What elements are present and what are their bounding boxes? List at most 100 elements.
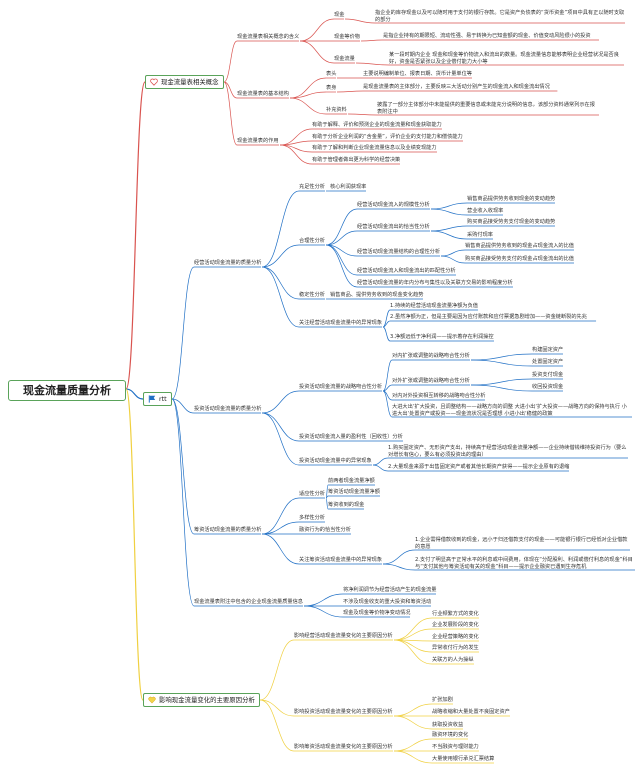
node-b2a4c[interactable]: 3.净额远低于净利润——提示着存在利润操控 — [390, 334, 494, 340]
node-b2a2c2[interactable]: 购买商品接受劳务支付的现金占现金流出的比值 — [465, 256, 574, 262]
node-b3b2[interactable]: 战略收缩和大量处置不良固定资产 — [432, 709, 510, 715]
node-b2b1a2[interactable]: 处置固定资产 — [532, 359, 564, 365]
node-b2b1b[interactable]: 对外扩张或调整的战略吻合性分析 — [392, 378, 470, 384]
node-b3c2[interactable]: 不当融资与理财能力 — [432, 744, 479, 750]
node-b2b1a[interactable]: 对内扩张或调整的战略吻合性分析 — [392, 353, 470, 359]
node-b1b1[interactable]: 表头 — [326, 71, 337, 77]
node-b2c1c[interactable]: 筹资收到的现金 — [328, 502, 365, 508]
node-b3c[interactable]: 影响筹资活动现金流量变化的主要原因分析 — [294, 744, 393, 750]
node-b2-label: rtt — [159, 395, 167, 403]
node-b3b3-connector — [393, 715, 433, 730]
node-b2b2[interactable]: 投资活动现金流入量的盈利性（回收性）分析 — [299, 434, 403, 440]
node-b2a2b2[interactable]: 采购付现率 — [467, 232, 493, 238]
node-b1a1a[interactable]: 指企业的库存现金以及可以随时用于支付的银行存款。它是资产负债表的“货币资金”项目… — [375, 10, 625, 23]
node-b3c3[interactable]: 大量使用银行承兑汇票结算 — [432, 756, 495, 762]
node-b3c3-connector — [393, 750, 433, 764]
node-b1a3[interactable]: 现金流量 — [334, 56, 355, 62]
node-b2a2b1[interactable]: 购买商品接受劳务支付现金的变动趋势 — [467, 219, 556, 225]
node-b1a2a[interactable]: 是指企业持有的期限短、流动性强、易于转换为已知金额的现金、价值变动风险很小的投资 — [383, 33, 591, 39]
node-b2c4a[interactable]: 1.企业需得借款收到的现金，远小于归还借款支付的现金——可能银行银行已经低对企业… — [415, 537, 628, 550]
node-b2a[interactable]: 经营活动现金流量的质量分析 — [194, 260, 262, 266]
node-b3a1[interactable]: 行业频繁方式的变化 — [432, 611, 479, 617]
node-b2c1b[interactable]: 筹资活动现金流量净额 — [328, 489, 380, 495]
node-b1b3a[interactable]: 披露了一部分主体部分中未能提供的重要信息或未能充分说明的信息，该部分资料通常列示… — [377, 102, 595, 115]
node-b2b1b2-connector — [470, 384, 533, 392]
node-b2b1[interactable]: 投资活动现金流量的战略吻合性分析 — [299, 384, 383, 390]
node-b3[interactable]: 影响现金流量变化的主要原因分析 — [143, 693, 260, 707]
node-b3b[interactable]: 影响投资活动现金流量变化的主要原因分析 — [294, 709, 393, 715]
node-b2d3[interactable]: 现金及现金等价物净变动情况 — [343, 610, 411, 616]
node-b3b1[interactable]: 扩张加剧 — [432, 697, 453, 703]
node-b2c4[interactable]: 关注筹资活动现金流量中的异常现象 — [299, 557, 383, 563]
node-b3a4[interactable]: 异常收付行为的发生 — [432, 645, 479, 651]
node-b1c4[interactable]: 有助于管理者做出更为科学的经营决策 — [312, 157, 401, 163]
node-b2a2e[interactable]: 经营活动现金流量的年内分布与集性以及关联方交易的影响程度分析 — [357, 280, 513, 286]
node-b2c1[interactable]: 适应性分析 — [299, 491, 325, 497]
node-b2b1b-connector — [382, 384, 393, 392]
node-b2a2a[interactable]: 经营活动现金流入的规模性分析 — [357, 202, 430, 208]
node-b2a2[interactable]: 合理性分析 — [299, 238, 325, 244]
node-b3c1[interactable]: 融资环境的变化 — [432, 732, 469, 738]
node-b2a2b[interactable]: 经营活动现金流出的恰当性分析 — [357, 224, 430, 230]
node-b2a1[interactable]: 充足性分析 — [299, 184, 325, 190]
node-b1b2a[interactable]: 是现金流量表的主体部分，主要反映三大活动分别产生的现金流入和现金流出情况 — [363, 84, 550, 90]
root-node[interactable]: 现金流量质量分析 — [8, 380, 126, 401]
node-b2a2a2[interactable]: 营业收入收现率 — [467, 208, 504, 214]
node-b2b3b[interactable]: 2.大量现金来源于出售固定资产或者其他长期资产获得——提示企业原有的退缩 — [388, 464, 570, 470]
node-b1c[interactable]: 现金流量表的作用 — [237, 138, 279, 144]
node-b2a1a[interactable]: 核心利润获现率 — [330, 184, 367, 190]
node-b2a2c1-connector — [440, 249, 466, 257]
node-b1b3-connector — [289, 97, 327, 115]
node-b2b1c[interactable]: 对内对外投资相互转移的战略吻合性分析 — [392, 393, 486, 399]
node-b2a4a[interactable]: 1.持续的经营活动现金流量净额为负值 — [390, 303, 478, 309]
node-b2c1a[interactable]: 前两者现金流量净额 — [328, 478, 375, 484]
node-b3a3[interactable]: 企业经营策略的变化 — [432, 634, 479, 640]
node-b2d[interactable]: 现金流量表附注中包含的企业现金流量质量信息 — [194, 599, 303, 605]
node-b3a2[interactable]: 企业发展阶段的变化 — [432, 622, 479, 628]
node-b2b3[interactable]: 投资活动现金流量中的异常现象 — [299, 458, 372, 464]
node-b2b[interactable]: 投资活动现金流量的质量分析 — [194, 406, 262, 412]
node-b1c2[interactable]: 有助于分析企业利润的“含金量”，评价企业的支付能力和偿债能力 — [312, 134, 463, 140]
node-b1b3[interactable]: 补充资料 — [326, 107, 347, 113]
node-b2b1a1[interactable]: 构建固定资产 — [532, 347, 564, 353]
node-b3b3[interactable]: 获取投资收益 — [432, 722, 464, 728]
node-b1c1[interactable]: 有助于解释、评价和预测企业的现金流量和现金获取能力 — [312, 122, 442, 128]
node-b2b3a[interactable]: 1.购买固定资产、无形资产支出，持续高于经营活动现金流量净额——企业持续借钱维持… — [388, 445, 627, 458]
node-b1a2[interactable]: 现金等价物 — [334, 34, 360, 40]
node-b2d1[interactable]: 将净利润调节为经营活动产生的现金流量 — [343, 587, 437, 593]
node-b2a4[interactable]: 关注经营活动现金流量中的异常现象 — [299, 320, 383, 326]
node-b3a[interactable]: 影响经营活动现金流量变化的主要原因分析 — [294, 633, 393, 639]
node-b2c3[interactable]: 融资行为的恰当性分析 — [299, 527, 351, 533]
node-b2c[interactable]: 筹资活动现金流量的质量分析 — [194, 527, 262, 533]
node-b1[interactable]: 现金流量表相关概念 — [145, 75, 224, 89]
node-b2a2c1[interactable]: 销售商品提供劳务收到的现金占现金流入的比值 — [465, 243, 574, 249]
node-b3a5[interactable]: 关联方的人为操纵 — [432, 657, 474, 663]
node-b2b1b2[interactable]: 收回投资现金 — [532, 384, 564, 390]
node-b2a3[interactable]: 稳定性分析 — [299, 292, 325, 298]
flag-icon — [148, 395, 156, 403]
node-b2c2[interactable]: 多样性分析 — [299, 515, 325, 521]
node-b2b1d[interactable]: 大进大出‘扩大投资，且调整结构——战略方向的调整 大进小出‘扩大投资——战略方向… — [392, 404, 627, 417]
node-b2a2d-connector — [325, 244, 358, 276]
node-b1a[interactable]: 现金流量表相关概念的含义 — [237, 34, 300, 40]
node-b2b1b1[interactable]: 投资支付现金 — [532, 372, 564, 378]
node-b3a2-connector — [393, 628, 433, 641]
node-b1b1a[interactable]: 主要说明编制单位、报表日期、货币计量单位等 — [363, 71, 472, 77]
node-b2a2a1[interactable]: 销售商品提供劳务收到现金的变动趋势 — [467, 196, 556, 202]
node-b2[interactable]: rtt — [143, 392, 172, 406]
node-b1a3a[interactable]: 某一段时期内企业 现金和现金等价物流入和流出的数量。现金流量信息能够表明企业经营… — [389, 52, 619, 65]
node-b1c3[interactable]: 有助于了解和判断企业现金流量信息以及业绩变现能力 — [312, 145, 437, 151]
node-b1a1[interactable]: 现金 — [334, 12, 345, 18]
node-b1b[interactable]: 现金流量表的基本结构 — [237, 91, 289, 97]
node-b2d2[interactable]: 不涉及现金收支的重大投资和筹资活动 — [343, 599, 432, 605]
node-b2c4b[interactable]: 2.支付了明显高于正常水平的利息或中间费用，体现在“分配股利、利润或偿付利息的现… — [415, 557, 633, 570]
node-b2a2d[interactable]: 经营活动现金流入和现金流出的匹配性分析 — [357, 268, 456, 274]
node-b1b2-connector — [289, 91, 327, 99]
node-b2a4b[interactable]: 2.虽然净额为正，但是主要是因为应付账款和应付票据急剧增加——资金链断裂的先兆 — [390, 314, 587, 320]
node-b1b2[interactable]: 表身 — [326, 85, 337, 91]
node-b2a2a1-connector — [430, 202, 468, 210]
node-b2a3a[interactable]: 销售商品、提供劳务收到的现金变化趋势 — [330, 292, 424, 298]
node-b2b1d-connector — [382, 390, 393, 418]
node-b2a2c[interactable]: 经营活动现金流量结构的合理性分析 — [357, 249, 441, 255]
